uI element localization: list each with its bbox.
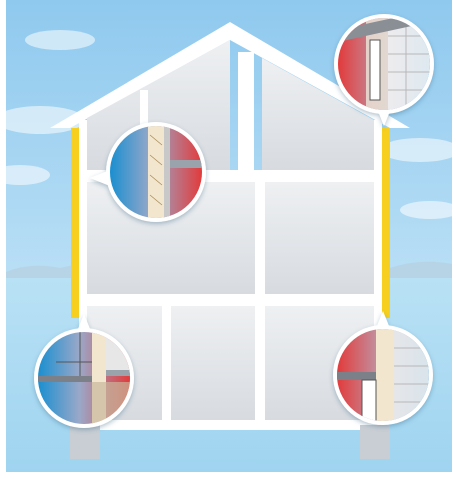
floor-wall-junction-section-icon bbox=[337, 329, 429, 421]
left-wall-insulation bbox=[71, 128, 79, 318]
wall-insulation-section-icon bbox=[110, 126, 202, 218]
foundation-insulation-section-icon bbox=[38, 332, 130, 424]
right-wall-insulation bbox=[382, 128, 390, 318]
